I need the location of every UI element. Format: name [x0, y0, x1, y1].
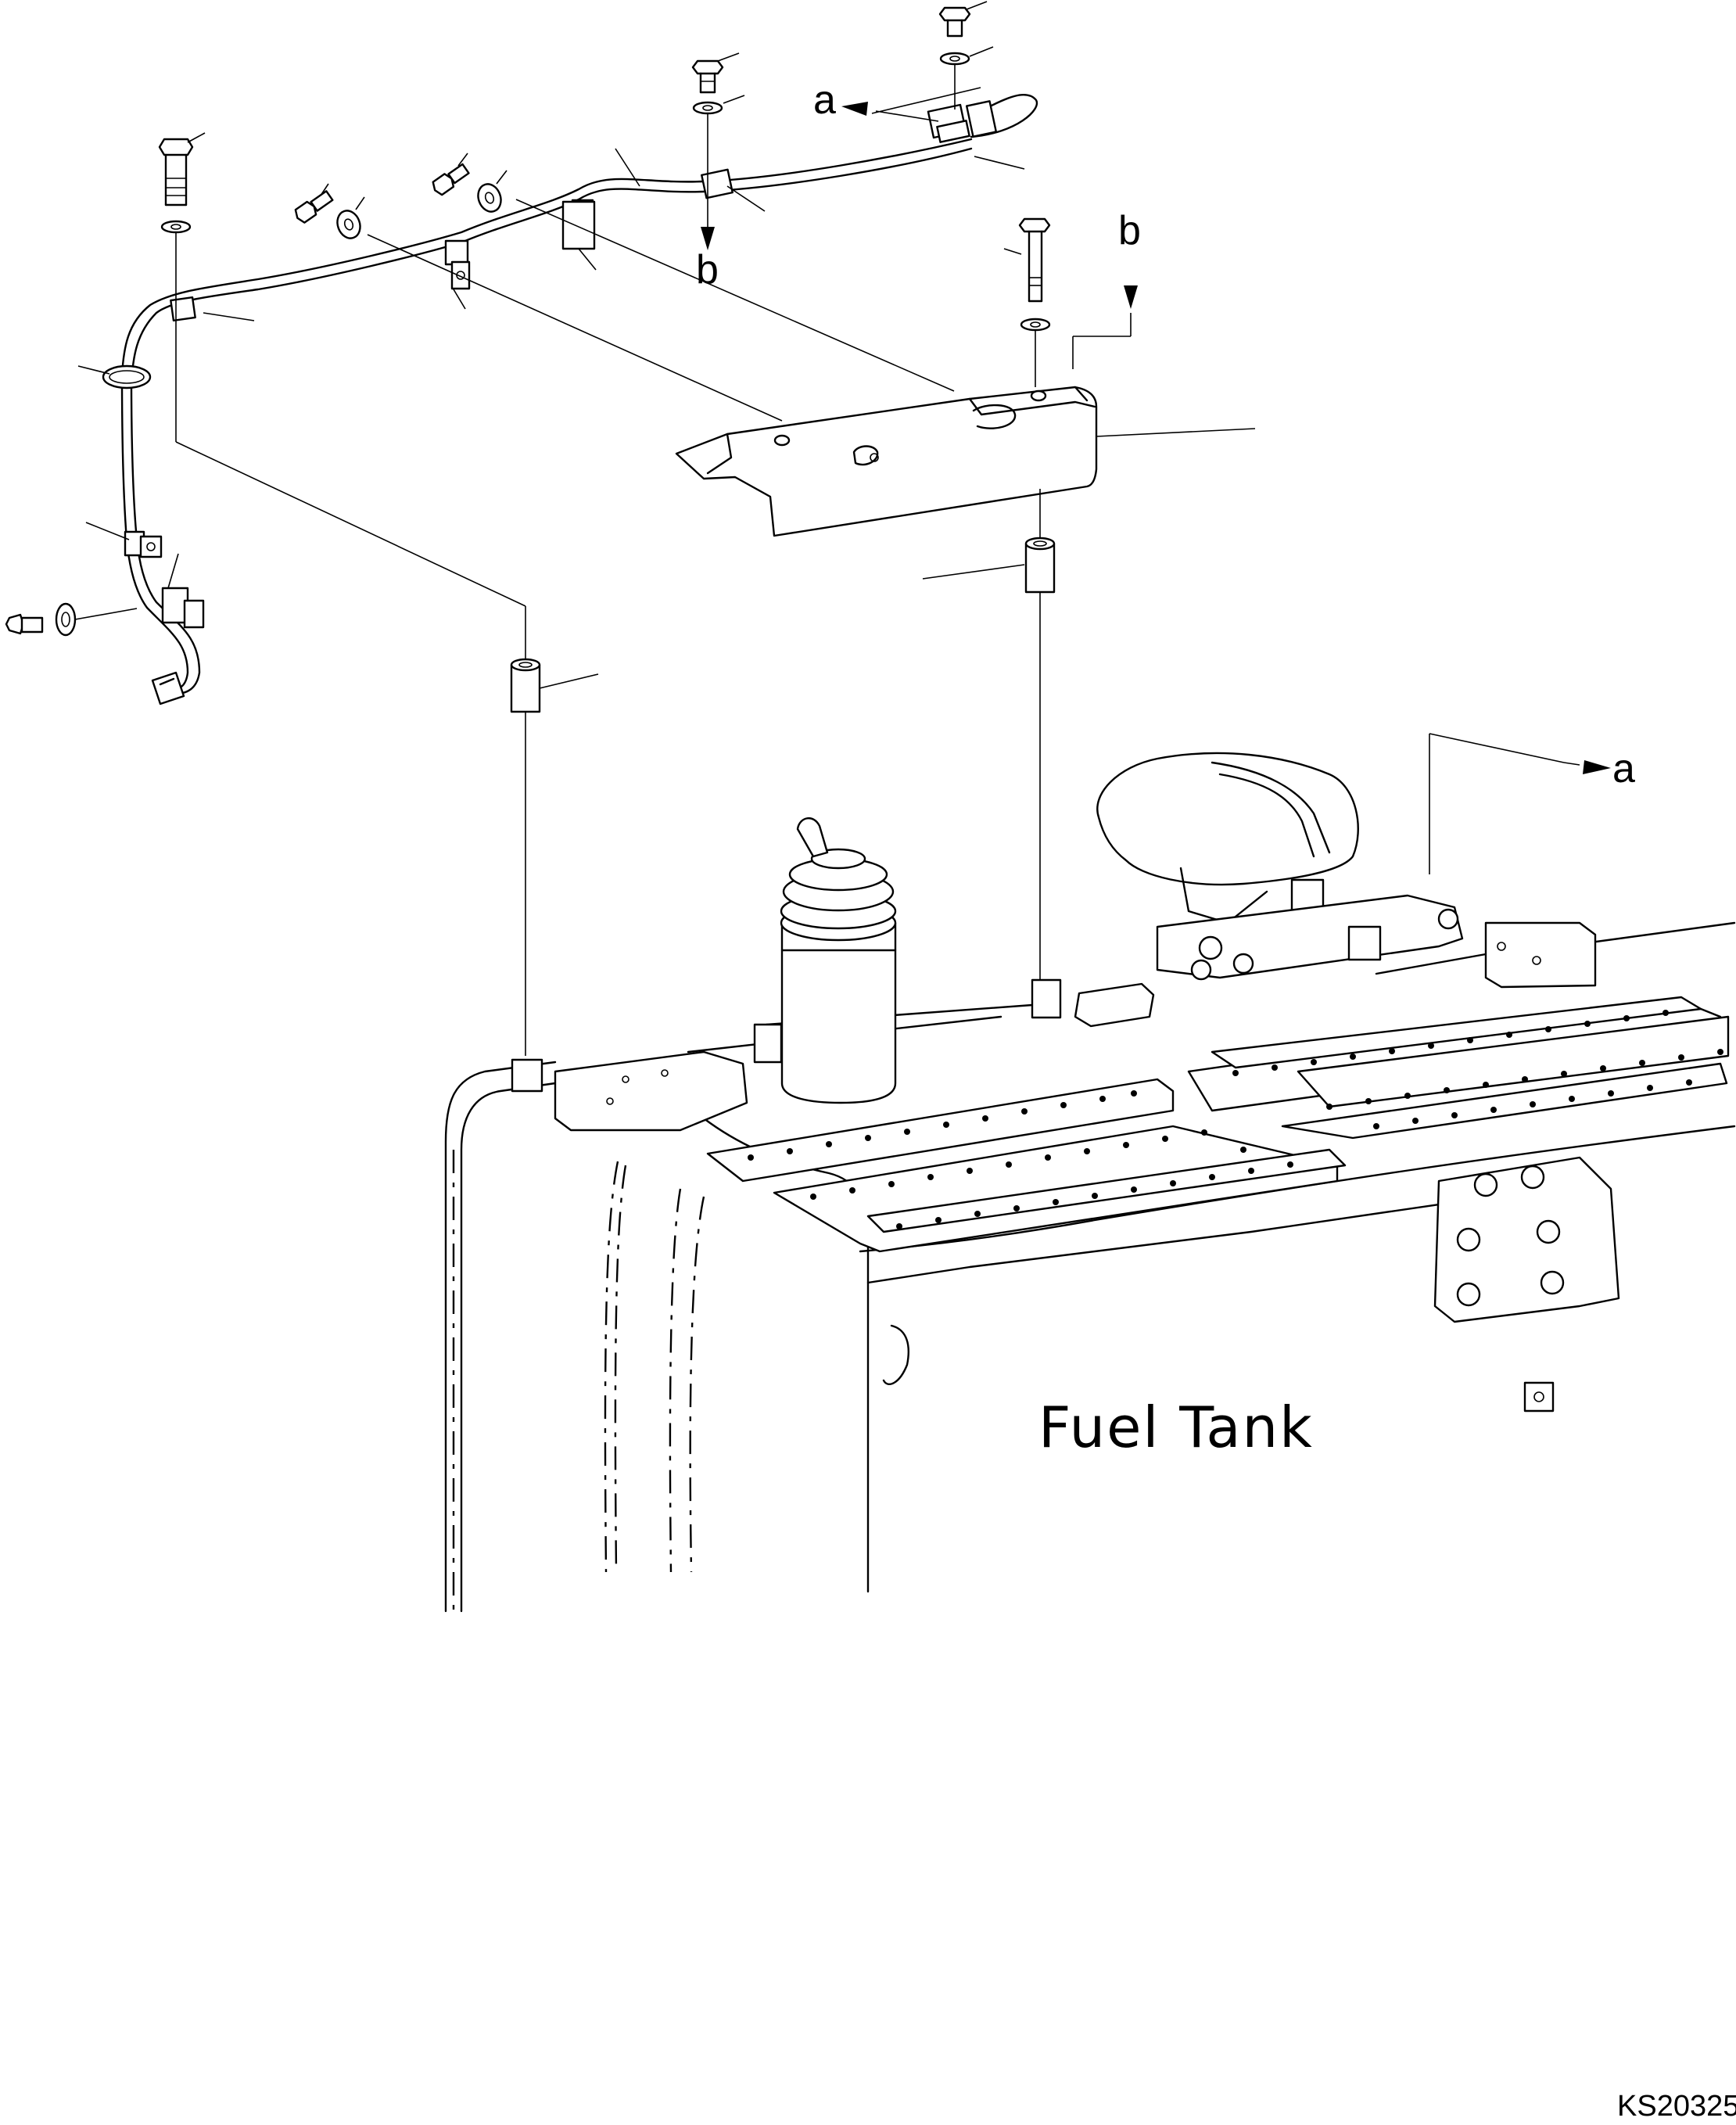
long-bolt-left	[158, 132, 206, 305]
drawing-code: KS203255	[1617, 2090, 1736, 2123]
mounting-bracket	[675, 386, 1098, 537]
small-bolt-and-washer-1	[294, 183, 365, 239]
callout-b-center: b	[696, 247, 719, 293]
filler-neck	[780, 817, 897, 1104]
bolt-and-washer-left	[5, 602, 138, 637]
wiring-harness	[120, 94, 1038, 695]
sensor-unit	[1031, 752, 1597, 1028]
callout-arrows	[701, 102, 1611, 774]
plate-rivets	[748, 1010, 1723, 1229]
bolt-top-center	[691, 52, 745, 203]
side-bracket	[1433, 1156, 1620, 1412]
tank-pads	[511, 1023, 783, 1132]
fuel-tank-label: Fuel Tank	[1038, 1395, 1314, 1460]
long-bolt-right	[1003, 217, 1051, 387]
callout-b-right: b	[1118, 208, 1141, 253]
harness-clips	[102, 100, 998, 705]
spacer-right	[922, 489, 1056, 993]
callout-a-upper: a	[813, 77, 836, 123]
callout-a-lower: a	[1612, 746, 1635, 791]
bolt-top-right	[938, 1, 994, 109]
fuel-tank-body	[444, 921, 1736, 1613]
top-plates	[706, 996, 1730, 1253]
small-bolt-and-washer-2	[432, 153, 508, 213]
spacer-left	[510, 658, 599, 1056]
leader-lines	[77, 87, 1565, 874]
